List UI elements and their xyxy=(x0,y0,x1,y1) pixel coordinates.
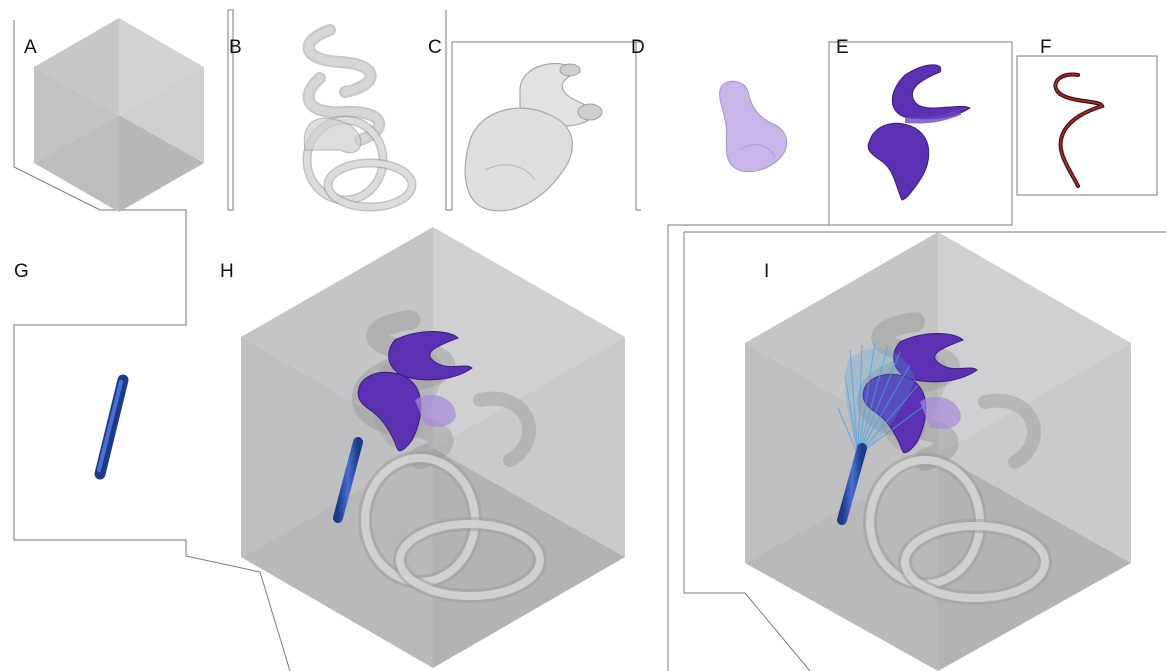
panel-label-e: E xyxy=(836,37,849,58)
panel-h-assembled xyxy=(241,227,625,668)
panel-label-i: I xyxy=(764,261,769,282)
panel-f-fiber xyxy=(1055,74,1102,186)
panel-label-f: F xyxy=(1040,37,1052,58)
panel-label-a: A xyxy=(24,37,37,58)
panel-a-cube xyxy=(34,18,204,212)
panel-d-vestibule xyxy=(720,81,787,171)
panel-i-assembled-field xyxy=(745,232,1131,671)
panel-label-b: B xyxy=(229,37,242,58)
panel-label-c: C xyxy=(428,37,442,58)
panel-label-h: H xyxy=(220,261,234,282)
panel-b-inner-ear xyxy=(304,30,412,207)
panel-e-scala xyxy=(868,65,970,200)
panel-g-electrode xyxy=(99,380,123,474)
panel-c-cochlea xyxy=(465,64,602,211)
panel-label-g: G xyxy=(14,261,29,282)
panel-label-d: D xyxy=(631,37,645,58)
